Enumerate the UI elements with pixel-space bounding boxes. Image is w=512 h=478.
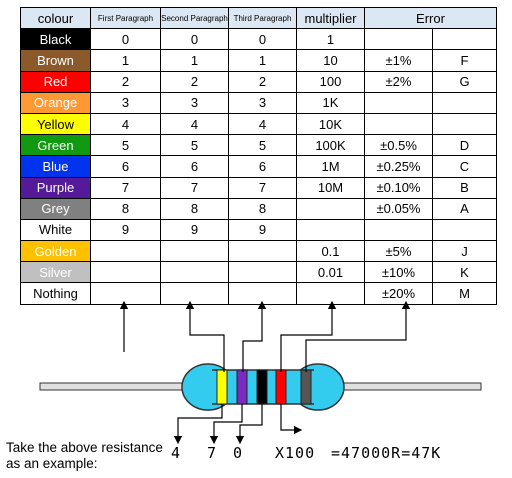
caption-line-1: Take the above resistance (6, 440, 163, 455)
example-digit-2: 7 (207, 444, 218, 462)
tolerance-cell: ±10% (364, 261, 433, 284)
colour-name-cell: Silver (20, 261, 91, 284)
example-multiplier: X100 (275, 444, 316, 462)
colour-name-cell: Brown (20, 49, 91, 72)
arrow-second-paragraph (185, 300, 225, 372)
tolerance-cell: ±20% (364, 282, 433, 305)
tolerance-cell: ±1% (364, 49, 433, 72)
column-arrows (119, 300, 411, 445)
multiplier-cell: 100 (296, 70, 365, 93)
header-third-paragraph: Third Paragraph (228, 6, 297, 30)
colour-name-cell: Blue (20, 155, 91, 178)
header-first-paragraph: First Paragraph (90, 6, 161, 30)
resistor-band-5 (300, 369, 312, 405)
header-multiplier: multiplier (296, 6, 365, 30)
arrow-digit1 (173, 404, 223, 445)
arrow-third-paragraph (242, 300, 267, 372)
tolerance-cell: ±0.05% (364, 197, 433, 220)
tolerance-cell: ±0.5% (364, 134, 433, 157)
example-digit-3: 0 (233, 444, 244, 462)
colour-name-cell: Orange (20, 91, 91, 114)
arrow-error (305, 300, 411, 372)
example-caption: Take the above resistance as an example: (6, 440, 163, 472)
arrow-multiplier-value (280, 404, 303, 435)
resistor-band-1 (216, 369, 228, 405)
resistor-band-2 (236, 369, 248, 405)
colour-name-cell: Grey (20, 197, 91, 220)
arrow-digit3 (235, 404, 263, 445)
table-header-row: colour First Paragraph Second Paragraph … (20, 6, 497, 30)
tolerance-code-cell: M (432, 282, 497, 305)
colour-code-table: colour First Paragraph Second Paragraph … (20, 6, 497, 305)
colour-name-cell: White (20, 218, 91, 242)
arrow-multiplier (280, 300, 337, 372)
tolerance-cell: ±0.25% (364, 155, 433, 178)
tolerance-cell: ±2% (364, 70, 433, 93)
resistor-band-4 (275, 369, 287, 405)
colour-name-cell: Purple (20, 176, 91, 199)
header-colour: colour (20, 6, 91, 30)
colour-name-cell: Golden (20, 240, 91, 263)
caption-line-2: as an example: (6, 456, 98, 471)
multiplier-cell: 100K (296, 134, 365, 157)
example-digit-1: 4 (171, 444, 182, 462)
colour-name-cell: Red (20, 70, 91, 93)
arrow-digit2 (209, 404, 243, 445)
example-result: =47000R=47K (331, 444, 442, 462)
resistor-band-3 (256, 369, 268, 405)
